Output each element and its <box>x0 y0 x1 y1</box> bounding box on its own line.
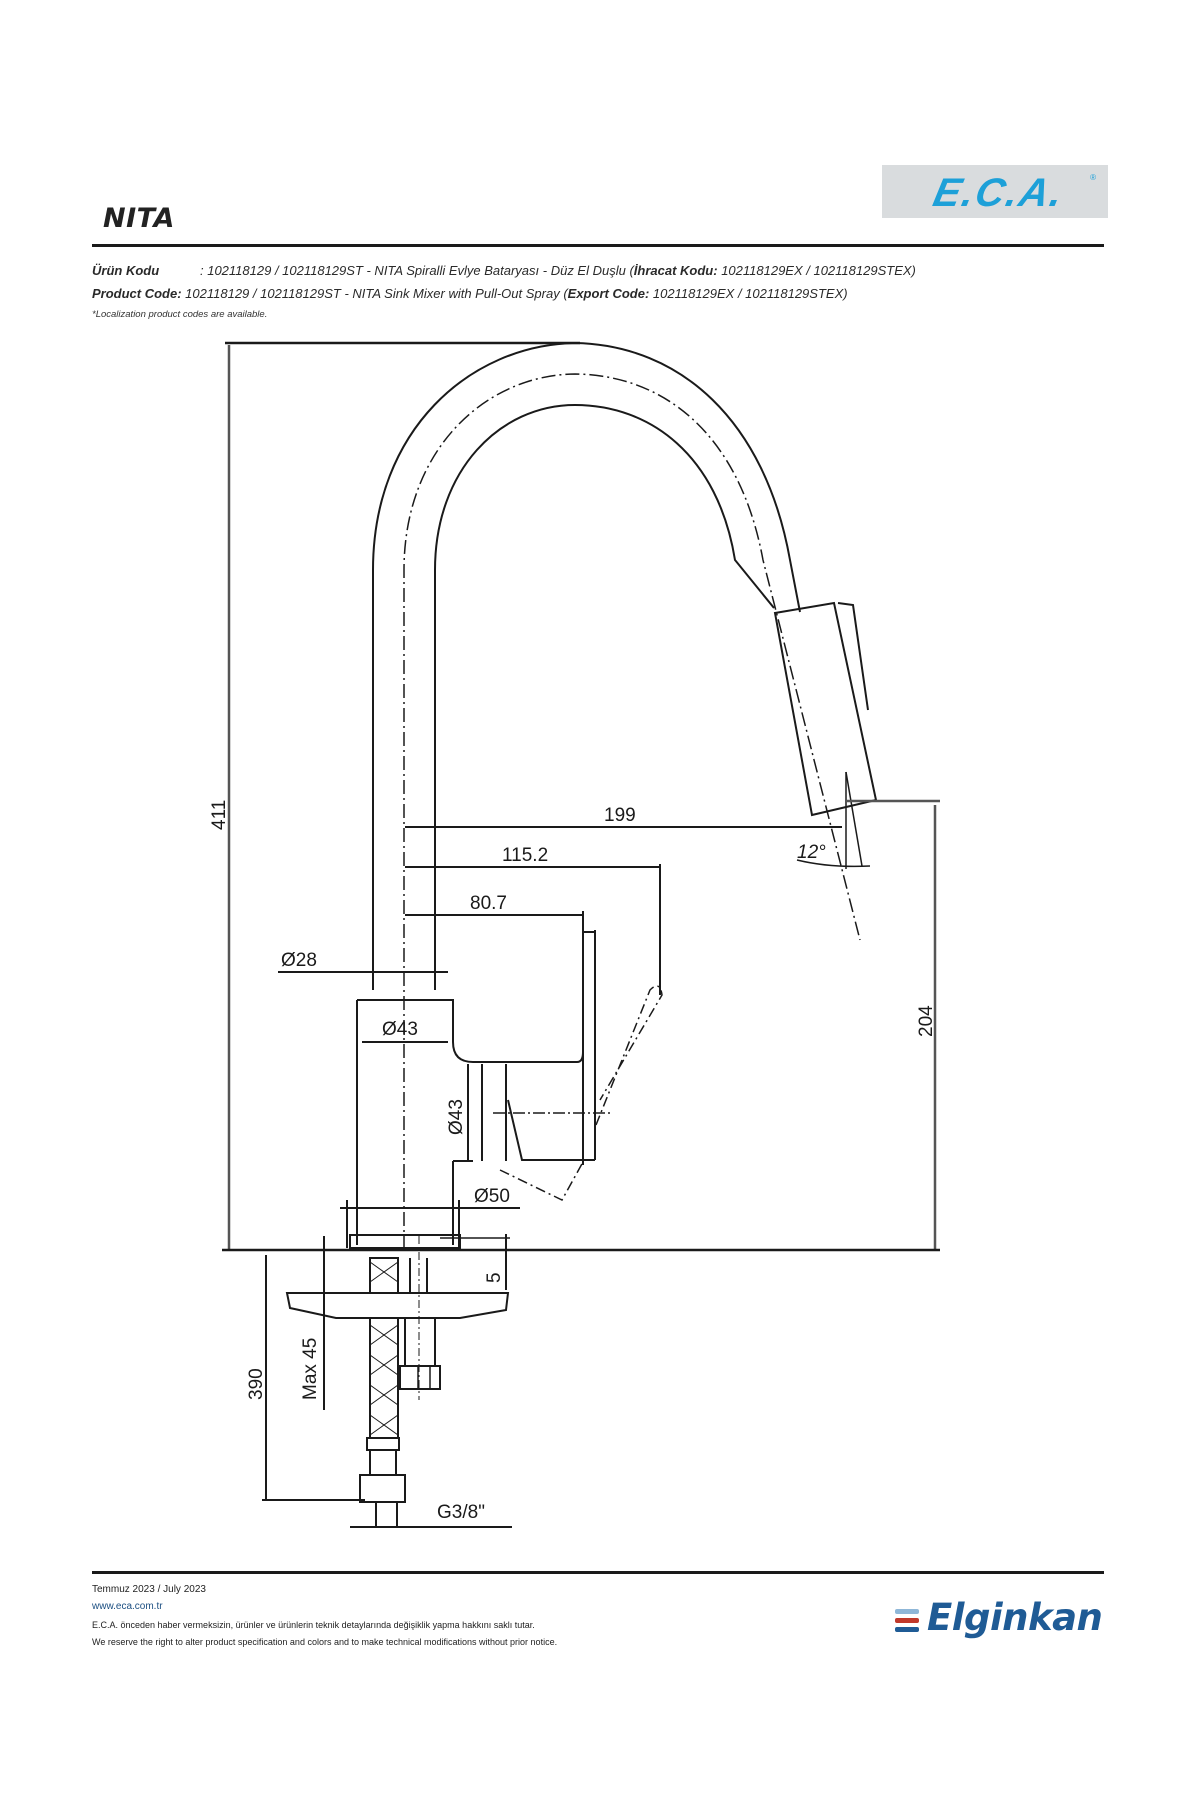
hose-nut <box>359 1474 406 1503</box>
dim-body-reach: 80.7 <box>470 893 507 914</box>
dim-overall-height: 411 <box>209 800 230 830</box>
dim-body-diameter-side: Ø43 <box>446 1099 467 1135</box>
header-divider <box>92 244 1104 247</box>
elginkan-bar-icon-bottom <box>895 1627 919 1632</box>
dim-spout-reach: 199 <box>604 805 636 826</box>
dim-connection: G3/8" <box>437 1502 485 1523</box>
localization-note: *Localization product codes are availabl… <box>92 309 268 320</box>
footer-date: Temmuz 2023 / July 2023 <box>92 1584 206 1595</box>
braid-cross-hatch <box>369 1261 399 1436</box>
hose-upper-braid <box>369 1257 399 1294</box>
spout-centerline <box>403 373 861 1250</box>
spray-hose-nut <box>399 1365 441 1390</box>
spout-inner-contour <box>434 403 775 990</box>
body-upper-contour <box>357 999 584 1063</box>
spray-button <box>837 602 869 711</box>
export-code-tr-label: İhracat Kodu: <box>633 263 718 278</box>
registered-mark-icon: ® <box>1090 173 1096 182</box>
product-code-tr: Ürün Kodu : 102118129 / 102118129ST - NIT… <box>92 263 916 278</box>
base-flange <box>349 1234 461 1249</box>
hose-braid <box>369 1317 399 1439</box>
dim-body-diameter-top: Ø43 <box>382 1019 418 1040</box>
body-lower-contour <box>452 1160 473 1245</box>
product-code-tr-value: : 102118129 / 102118129ST - NITA Spirall… <box>200 263 634 278</box>
eca-logo: E.C.A. ® <box>882 165 1108 218</box>
document-title: NITA <box>103 203 175 234</box>
dim-lever-reach: 115.2 <box>502 845 548 866</box>
elginkan-bar-icon-middle <box>895 1618 919 1623</box>
footer-divider <box>92 1571 1104 1574</box>
elginkan-bar-icon-top <box>895 1609 919 1614</box>
spray-hose-body <box>404 1317 436 1367</box>
product-code-en: Product Code: 102118129 / 102118129ST - … <box>92 286 848 301</box>
mounting-plate <box>285 1292 510 1319</box>
braid-pattern <box>369 1261 399 1436</box>
lever-alternate-lower <box>499 1161 584 1201</box>
hose-crimp <box>369 1449 397 1476</box>
export-code-en-value: 102118129EX / 102118129STEX) <box>649 286 848 301</box>
footer-disclaimer-en: We reserve the right to alter product sp… <box>92 1637 558 1647</box>
dim-spout-diameter: Ø28 <box>281 950 317 971</box>
angle-arc <box>796 859 871 868</box>
elginkan-logo: Elginkan <box>893 1596 1108 1646</box>
footer-website-link[interactable]: www.eca.com.tr <box>92 1601 163 1612</box>
spout-outer-contour <box>372 341 801 990</box>
export-code-en-label: Export Code: <box>567 286 650 301</box>
spray-head <box>773 601 878 817</box>
lever-alternate-position <box>595 985 663 1126</box>
dim-base-diameter: Ø50 <box>474 1186 510 1207</box>
footer-disclaimer-tr: E.C.A. önceden haber vermeksizin, ürünle… <box>92 1620 535 1630</box>
export-code-tr-value: 102118129EX / 102118129STEX) <box>717 263 916 278</box>
lever-lower-contour <box>507 1099 595 1161</box>
dim-max-thickness: Max 45 <box>300 1338 321 1400</box>
hose-ferrule <box>366 1437 400 1451</box>
product-code-tr-label: Ürün Kodu <box>92 263 160 278</box>
dim-spout-height: 204 <box>916 1005 937 1037</box>
dim-plate-thickness: 5 <box>484 1272 505 1283</box>
product-code-en-label: Product Code: <box>92 286 182 301</box>
elginkan-logo-text: Elginkan <box>927 1596 1103 1639</box>
dim-spray-angle: 12° <box>797 842 826 863</box>
spray-angle-line <box>845 771 863 867</box>
dim-hose-length: 390 <box>246 1368 267 1400</box>
product-code-en-value: 102118129 / 102118129ST - NITA Sink Mixe… <box>181 286 568 301</box>
